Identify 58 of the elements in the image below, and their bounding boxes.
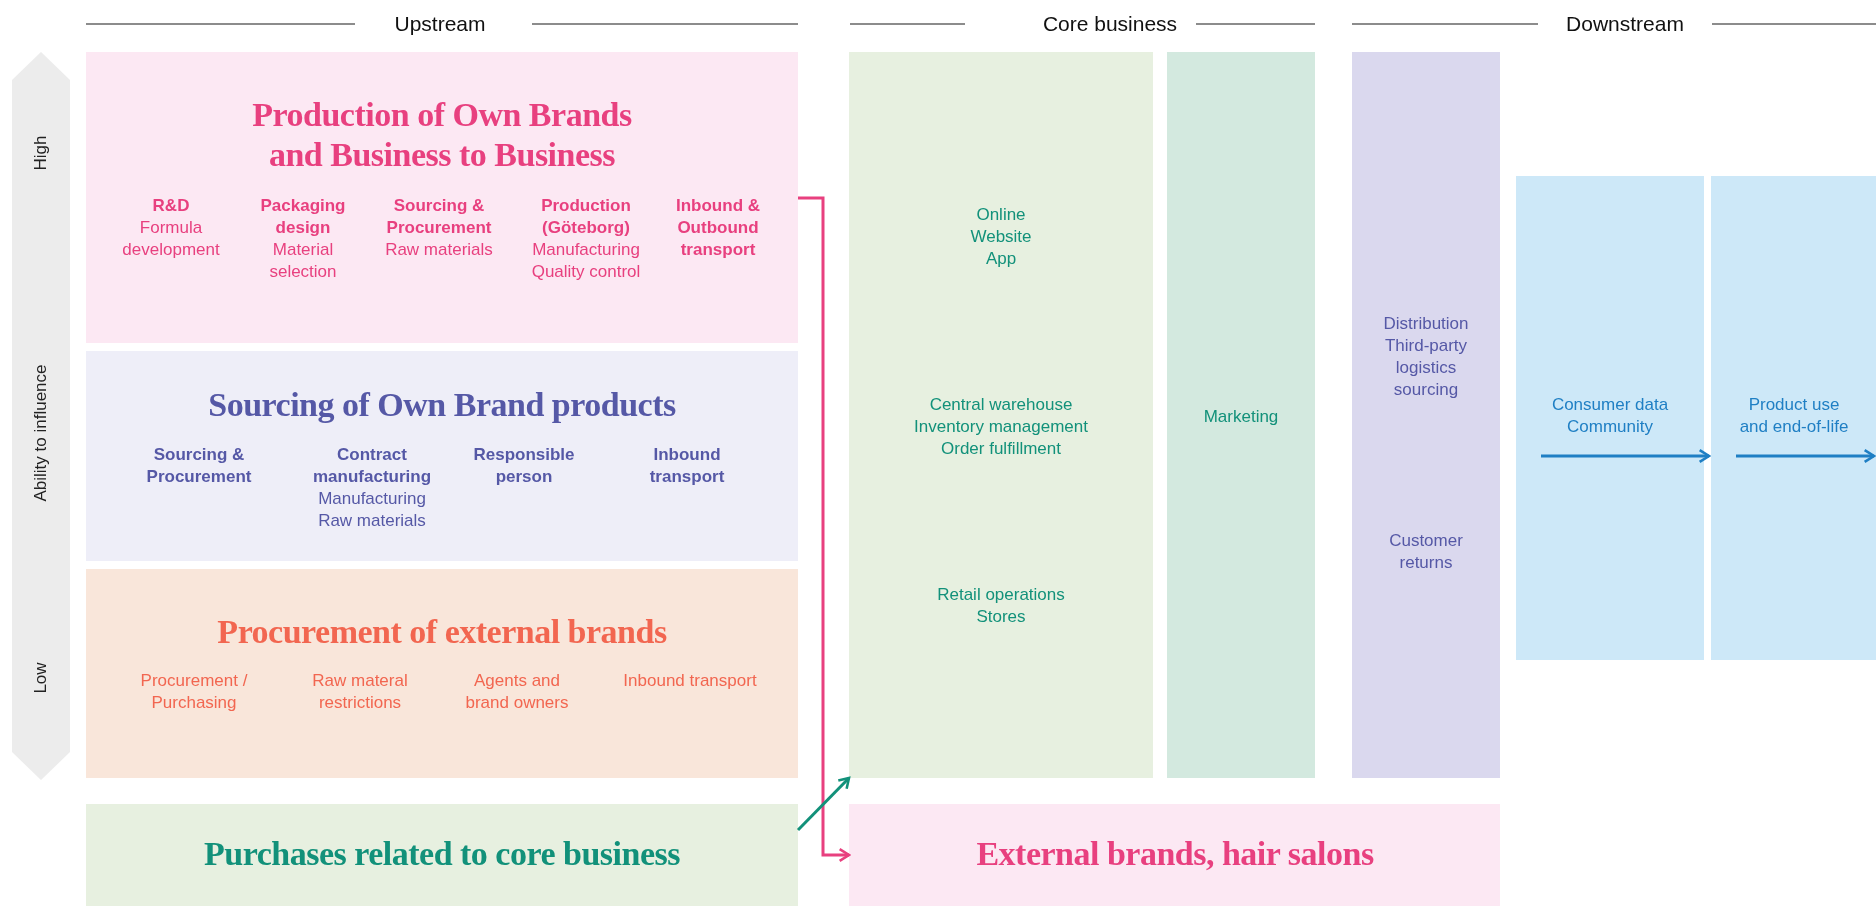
item-text: Formula development (121, 217, 221, 261)
item-text: Online (975, 204, 1027, 226)
axis-text: Low (31, 662, 51, 694)
item-heading: Contract manufacturing (311, 444, 433, 488)
item-text: Manufacturing (531, 239, 641, 261)
item-text: Raw materials (384, 239, 494, 261)
connector-arrow (798, 196, 851, 863)
item-text: Raw materal restrictions (311, 670, 409, 714)
item-text: Manufacturing (317, 488, 427, 510)
connector-arrow (1541, 448, 1711, 464)
item-text: Raw materials (317, 510, 427, 532)
item-text: Distribution (1382, 313, 1470, 335)
panel-title: Procurement of external brands (216, 612, 668, 652)
item-heading: Inbound transport (648, 444, 726, 488)
item-text: Marketing (1202, 406, 1280, 428)
section-heading: Upstream (394, 11, 486, 37)
stage-column (1167, 52, 1315, 778)
item-text: Customer returns (1388, 530, 1464, 574)
item-text: Third-party logistics sourcing (1383, 335, 1469, 401)
item-text: Community (1566, 416, 1654, 438)
item-text: Central warehouse (928, 394, 1074, 416)
item-heading: Sourcing & Procurement (385, 195, 493, 239)
item-text: Procurement / Purchasing (139, 670, 249, 714)
item-heading: Inbound & Outbound transport (675, 195, 761, 261)
section-heading: Downstream (1566, 11, 1684, 37)
panel-title: Sourcing of Own Brand products (207, 385, 677, 425)
item-heading: Production (Göteborg) (540, 195, 632, 239)
category-panel (86, 569, 798, 778)
stage-column (1711, 176, 1876, 660)
stage-column (1516, 176, 1704, 660)
item-text: Inventory management (913, 416, 1089, 438)
category-panel (849, 804, 1500, 906)
item-text: Consumer data (1550, 394, 1670, 416)
item-text: Retail operations (936, 584, 1066, 606)
connector-arrow (796, 776, 851, 832)
item-heading: Sourcing & Procurement (145, 444, 253, 488)
category-panel (849, 52, 1153, 778)
item-text: Stores (975, 606, 1027, 628)
stage-column (1352, 52, 1500, 778)
axis-text: High (31, 135, 51, 171)
category-panel (86, 52, 798, 343)
item-heading: Packaging design (259, 195, 347, 239)
item-heading: Responsible person (472, 444, 576, 488)
item-text: Material selection (268, 239, 338, 283)
item-heading: R&D (151, 195, 191, 217)
panel-title: Production of Own Brands and Business to Business (251, 95, 633, 175)
item-text: Agents and brand owners (464, 670, 570, 714)
item-text: Order fulfillment (940, 438, 1062, 460)
section-heading: Core business (1042, 11, 1178, 37)
axis-text: Ability to influence (31, 364, 51, 502)
item-text: App (984, 248, 1018, 270)
panel-title: External brands, hair salons (975, 834, 1375, 874)
category-panel (86, 804, 798, 906)
item-text: Website (969, 226, 1033, 248)
item-text: Inbound transport (622, 670, 758, 692)
item-text: Quality control (530, 261, 642, 283)
item-text: Product use and end-of-life (1738, 394, 1850, 438)
panel-title: Purchases related to core business (203, 834, 681, 874)
